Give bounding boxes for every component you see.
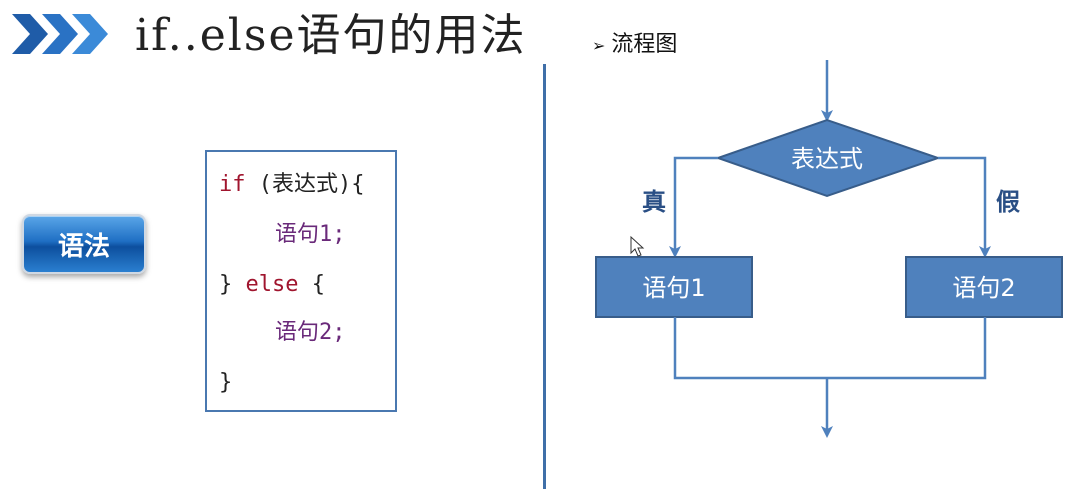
page-subtitle: ➢ 流程图 (592, 30, 677, 61)
chevron-arrows-icon (12, 14, 108, 54)
code-keyword-else: else (245, 272, 299, 297)
code-close-brace: } (219, 272, 246, 297)
code-box: if (表达式){ 语句1; } else { 语句2; } (205, 150, 397, 412)
code-keyword-if: if (219, 172, 246, 197)
true-label: 真 (642, 188, 666, 216)
code-line-2: 语句1; (275, 222, 346, 247)
syntax-button-label: 语法 (57, 231, 110, 262)
vertical-divider (543, 64, 546, 489)
statement1-box (595, 256, 753, 318)
syntax-button[interactable]: 语法 (22, 214, 146, 274)
false-branch-line (938, 156, 991, 258)
true-branch-line (669, 156, 718, 258)
code-open-brace: { (298, 272, 325, 297)
page-title: if..else语句的用法 (135, 10, 527, 61)
statement1-label: 语句1 (642, 274, 705, 302)
merge-line (673, 317, 987, 380)
code-line-5: } (219, 370, 233, 395)
statement2-label: 语句2 (952, 274, 1015, 302)
header: if..else语句的用法 ➢ 流程图 (0, 0, 1083, 70)
code-line-3: } else { (219, 270, 325, 300)
decision-label: 表达式 (791, 145, 863, 173)
mouse-cursor-icon (630, 235, 645, 257)
arrow-bullet-icon: ➢ (592, 36, 606, 55)
false-label: 假 (996, 188, 1020, 216)
code-condition: (表达式){ (245, 172, 365, 197)
code-line-1: if (表达式){ (219, 170, 364, 200)
code-line-4: 语句2; (275, 320, 346, 345)
subtitle-text: 流程图 (611, 32, 678, 57)
